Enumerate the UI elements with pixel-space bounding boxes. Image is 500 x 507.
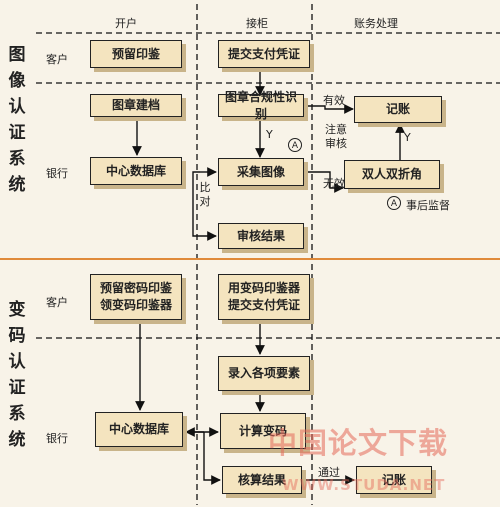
row-label-bank-top: 银行 [46, 167, 68, 180]
arrow-invalid-to-dual [304, 171, 344, 193]
arrow-db-to-verify [203, 432, 221, 485]
column-header-open: 开户 [115, 17, 137, 30]
label-pass: 通过 [318, 466, 340, 479]
arrow-db-to-review [192, 171, 217, 241]
label-attention-review: 注意审核 [325, 123, 347, 150]
label-y-left: Y [266, 128, 273, 141]
column-header-accounting: 账务处理 [354, 17, 398, 30]
label-post-supervision: 事后监督 [406, 199, 450, 212]
box-compute-code: 计算变码 [220, 413, 306, 449]
row-label-customer-top: 客户 [46, 53, 68, 66]
row-label-bank-bottom: 银行 [46, 432, 68, 445]
box-enter-elements: 录入各项要素 [218, 356, 310, 391]
marker-a-right: A [387, 196, 401, 210]
box-reserve-seal: 预留印鉴 [90, 40, 182, 68]
label-compare: 比对 [199, 181, 211, 208]
arrow-valid-to-record [304, 104, 354, 114]
marker-a-left: A [288, 138, 302, 152]
box-verify-result: 核算结果 [222, 466, 302, 494]
box-record-bottom: 记账 [356, 466, 432, 494]
box-capture-image: 采集图像 [218, 158, 304, 186]
box-use-code-seal: 用变码印鉴器提交支付凭证 [218, 274, 310, 320]
box-reserve-code-seal: 预留密码印鉴领变码印鉴器 [90, 274, 182, 320]
row-label-customer-bottom: 客户 [46, 296, 68, 309]
label-invalid: 无效 [323, 177, 345, 190]
box-review-result: 审核结果 [218, 223, 304, 249]
box-central-db-bottom: 中心数据库 [95, 412, 183, 447]
box-dual-cross: 双人双折角 [344, 160, 440, 189]
column-header-counter: 接柜 [246, 17, 268, 30]
watermark-text: 中国论文下载 [268, 426, 449, 460]
label-y-right: Y [404, 131, 411, 144]
box-record-top: 记账 [354, 96, 442, 123]
section-title-image-auth: 图像认证系统 [8, 45, 26, 195]
box-submit-voucher: 提交支付凭证 [218, 40, 310, 68]
box-central-db-top: 中心数据库 [90, 157, 182, 185]
watermark-url: WWW.STUDA.NET [282, 476, 446, 494]
label-valid: 有效 [323, 94, 345, 107]
box-seal-validity: 图章合规性识别 [218, 90, 304, 121]
section-title-code-auth: 变码认证系统 [8, 300, 26, 450]
box-seal-archive: 图章建档 [90, 94, 182, 117]
